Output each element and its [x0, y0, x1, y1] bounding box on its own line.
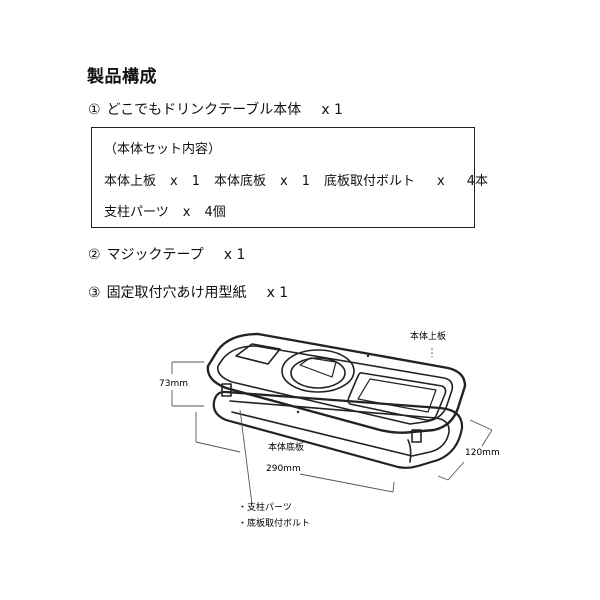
set-contents-heading: （本体セット内容）: [104, 142, 222, 157]
dimension-length: 290mm: [266, 464, 301, 474]
part-name: 支柱パーツ: [104, 205, 169, 220]
page-title: 製品構成: [87, 67, 157, 87]
dimension-height: 73mm: [159, 379, 188, 389]
item-qty: x 1: [266, 285, 289, 301]
label-bottom-bolt: ・底板取付ボルト: [238, 517, 310, 529]
item-qty: x 1: [223, 247, 246, 263]
bottom-plate: [212, 390, 464, 469]
top-plate: [206, 332, 467, 434]
component-item-1: ① どこでもドリンクテーブル本体 x 1: [88, 99, 343, 119]
part-qty: 1: [191, 174, 200, 189]
component-item-2: ② マジックテープ x 1: [88, 244, 245, 264]
item-name: どこでもドリンクテーブル本体: [106, 102, 302, 118]
dimension-lines: [171, 348, 493, 505]
component-item-3: ③ 固定取付穴あけ用型紙 x 1: [88, 282, 288, 302]
label-pillar-parts: ・支柱パーツ: [238, 501, 292, 513]
part-qty-x: x: [280, 174, 288, 189]
part-qty-x: x: [182, 205, 191, 220]
dimension-width: 120mm: [465, 448, 500, 458]
item-qty: x 1: [321, 102, 343, 118]
part-qty: 4個: [204, 205, 226, 220]
part-name: 本体底板: [214, 174, 267, 189]
item-name: 固定取付穴あけ用型紙: [106, 285, 247, 301]
label-bottom-plate: 本体底板: [268, 441, 304, 453]
part-name: 底板取付ボルト: [324, 174, 416, 189]
part-name: 本体上板: [104, 174, 157, 189]
part-qty: 4本: [466, 174, 488, 189]
part-qty-x: x: [437, 174, 445, 189]
label-top-plate: 本体上板: [410, 330, 446, 342]
item-number: ①: [88, 102, 101, 118]
set-contents-row-2: 支柱パーツ x 4個: [104, 201, 226, 220]
item-name: マジックテープ: [106, 247, 204, 263]
item-number: ②: [88, 247, 101, 263]
part-qty: 1: [301, 174, 310, 189]
item-number: ③: [88, 285, 101, 301]
part-qty-x: x: [170, 174, 178, 189]
